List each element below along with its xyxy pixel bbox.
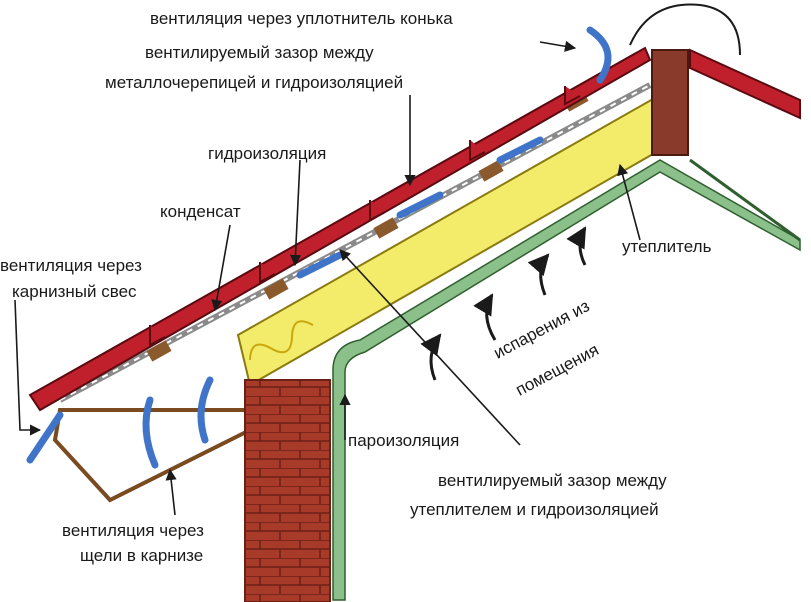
label-gap-insul-line2: утеплителем и гидроизоляцией — [410, 500, 659, 519]
ridge-beam — [651, 49, 689, 156]
label-eave-vent-line2: карнизный свес — [12, 282, 137, 301]
brick-wall — [244, 379, 331, 602]
ridge-cap — [629, 3, 741, 56]
label-gap-insul-line1: вентилируемый зазор между — [438, 471, 667, 490]
label-soffit-vent-line2: щели в карнизе — [80, 546, 204, 565]
label-ridge-vent: вентиляция через уплотнитель конька — [150, 9, 453, 28]
label-condensate: конденсат — [160, 202, 241, 221]
vapor-barrier — [332, 159, 801, 601]
label-vapor-barrier: пароизоляция — [348, 431, 460, 450]
insulation-wave — [249, 320, 314, 361]
metal-roof-tile — [28, 46, 652, 412]
label-gap-metal-line2: металлочерепицей и гидроизоляцией — [105, 73, 404, 92]
airflow-arrows — [26, 26, 612, 469]
tile-steps — [149, 86, 581, 347]
ceiling-line — [689, 158, 801, 242]
vapor-arrows — [420, 226, 587, 381]
label-insulation: утеплитель — [622, 237, 712, 256]
label-waterproofing: гидроизоляция — [208, 144, 327, 163]
insulation-layer — [236, 93, 661, 387]
label-gap-metal-line1: вентилируемый зазор между — [145, 43, 374, 62]
label-eave-vent-line1: вентиляция через — [0, 256, 142, 275]
right-slope-tile — [689, 48, 801, 120]
leader-lines — [14, 40, 641, 516]
label-soffit-vent-line1: вентиляция через — [62, 521, 204, 540]
